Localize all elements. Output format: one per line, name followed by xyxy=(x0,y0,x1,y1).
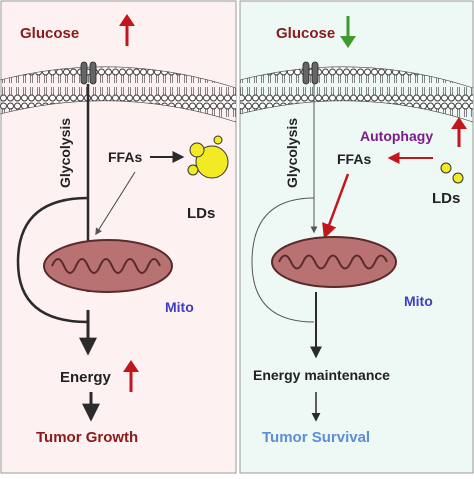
glucose-label: Glucose xyxy=(276,25,335,42)
glycolysis-bypass-arc xyxy=(251,197,315,323)
glycolysis-label: Glycolysis xyxy=(284,118,300,188)
left-panel: Glucose Glycolysis FFAs LDs Mito xyxy=(0,0,237,474)
glucose-transporter-icon xyxy=(302,61,319,85)
cell-membrane xyxy=(0,66,237,123)
mito-label: Mito xyxy=(165,299,194,315)
mito-label: Mito xyxy=(404,293,433,309)
outcome-label: Tumor Survival xyxy=(262,429,370,446)
lds-label: LDs xyxy=(187,205,215,222)
ffas-label: FFAs xyxy=(337,151,371,167)
glucose-label: Glucose xyxy=(20,25,79,42)
ffas-to-mito-arrow xyxy=(322,173,350,239)
energy-label: Energy xyxy=(60,369,112,386)
lds-label: LDs xyxy=(432,190,460,207)
outcome-label: Tumor Growth xyxy=(36,429,138,446)
glycolysis-bypass-arc xyxy=(16,196,89,324)
right-panel: Glucose Glycolysis Autophagy FFAs LDs xyxy=(239,0,474,474)
glycolysis-label: Glycolysis xyxy=(57,118,73,188)
ffas-label: FFAs xyxy=(108,149,142,165)
lipid-droplets-icon xyxy=(440,162,464,184)
glucose-down-arrow-icon xyxy=(340,16,356,48)
glucose-up-arrow-icon xyxy=(119,14,135,46)
autophagy-up-arrow-icon xyxy=(451,117,467,147)
autophagy-label: Autophagy xyxy=(360,128,433,144)
cell-membrane xyxy=(239,66,474,123)
lipid-droplets-icon xyxy=(187,135,229,179)
energy-label: Energy maintenance xyxy=(253,367,390,383)
glucose-transporter-icon xyxy=(80,61,97,85)
energy-up-arrow-icon xyxy=(123,360,139,392)
mitochondrion-icon xyxy=(43,239,173,293)
mitochondrion-icon xyxy=(271,236,397,288)
ffas-to-mito-arrow xyxy=(95,171,136,236)
